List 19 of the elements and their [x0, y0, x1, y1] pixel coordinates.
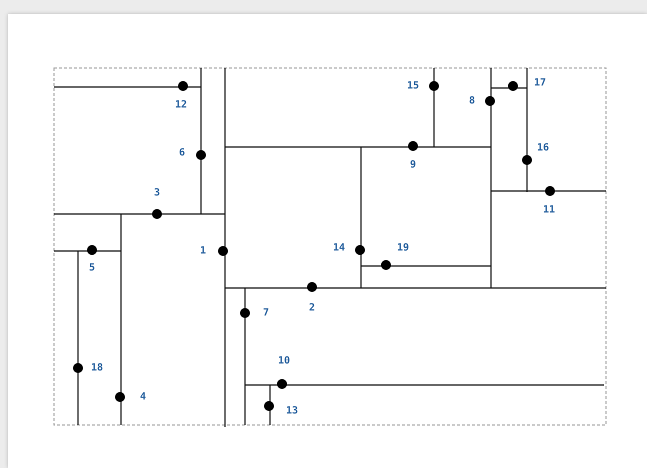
- point-label: 13: [286, 406, 298, 416]
- point-label: 3: [154, 188, 160, 198]
- point-label: 18: [90, 362, 104, 374]
- point-label: 9: [410, 160, 416, 170]
- point-label: 14: [332, 242, 346, 254]
- point-label: 16: [536, 142, 550, 154]
- point-label: 4: [140, 392, 146, 402]
- point-label: 10: [278, 356, 290, 366]
- point-label: 17: [534, 78, 546, 88]
- point-label: 11: [542, 204, 556, 216]
- point-label: 1: [200, 246, 206, 256]
- point-label: 6: [178, 148, 186, 158]
- point-label: 19: [396, 242, 410, 254]
- point-label: 8: [468, 96, 476, 106]
- point-label: 7: [262, 308, 270, 318]
- point-label: 2: [308, 302, 316, 314]
- point-label: 15: [406, 80, 420, 92]
- point-label: 5: [88, 262, 96, 274]
- point-label: 12: [174, 100, 188, 110]
